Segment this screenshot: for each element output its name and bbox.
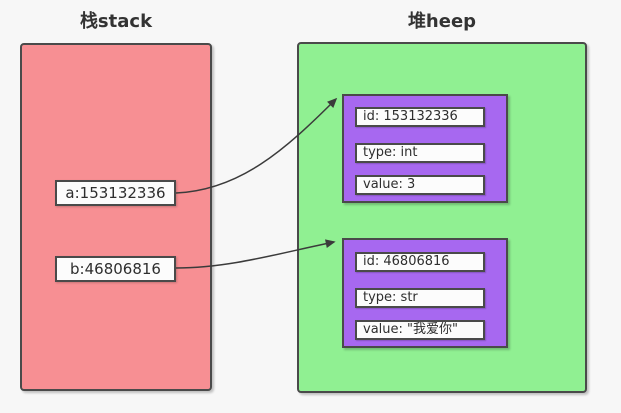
stack-variable-b: b:46806816 xyxy=(55,256,176,282)
stack-variable-a: a:153132336 xyxy=(55,180,176,206)
heap-title: 堆heep xyxy=(407,11,477,32)
heap-object-str: id: 46806816 type: str value: "我爱你" xyxy=(342,238,508,348)
stack-variable-b-label: b:46806816 xyxy=(70,260,161,278)
object-int-id-row: id: 153132336 xyxy=(355,107,485,127)
object-int-value-row: value: 3 xyxy=(355,175,485,195)
object-str-id-row: id: 46806816 xyxy=(355,252,485,272)
stack-region xyxy=(20,43,212,391)
object-str-value-row: value: "我爱你" xyxy=(355,320,485,340)
stack-variable-a-label: a:153132336 xyxy=(65,184,166,202)
object-str-type-row: type: str xyxy=(355,288,485,308)
object-int-type-row: type: int xyxy=(355,143,485,163)
heap-object-int: id: 153132336 type: int value: 3 xyxy=(342,94,508,203)
stack-title: 栈stack xyxy=(79,11,153,32)
